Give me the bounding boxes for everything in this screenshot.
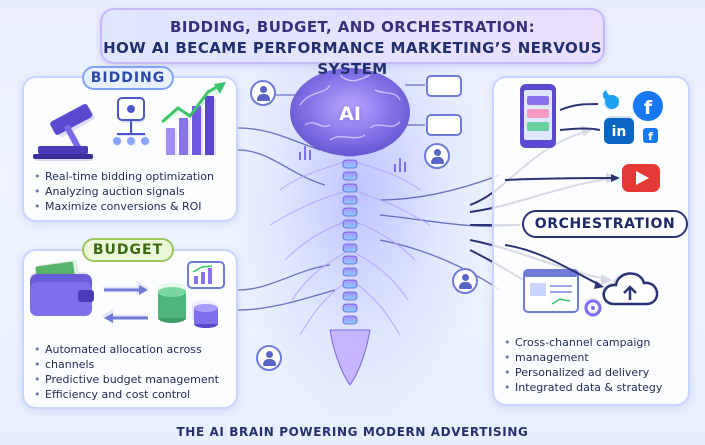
smartphone-icon-top [520,84,556,148]
connector-orch-1 [379,174,501,201]
avatar-head [260,86,267,93]
budget-bullet-list: Automated allocation across channels Pre… [34,342,219,402]
spine-icon [269,147,431,386]
profile-card-icon [426,114,462,136]
user-avatar-icon [424,143,450,169]
budget-bullet-2: Predictive budget management [34,372,219,387]
youtube-icon-top [622,164,660,192]
avatar-head [434,149,441,156]
orchestration-bullet-list: Cross-channel campaign management Person… [504,335,662,395]
orch-bullet-1-cont: management [504,350,662,365]
facebook-small-icon-top: f [643,128,658,143]
user-avatar-icon [452,268,478,294]
coin-stack-icon-top [158,287,218,328]
analytics-card-icon-top [187,261,225,289]
budget-bullet-1: Automated allocation across [34,342,219,357]
footer-caption: THE AI BRAIN POWERING MODERN ADVERTISING [176,425,529,439]
user-avatar-icon [250,80,276,106]
facebook-icon-top: f [633,91,663,121]
network-node-icon-top [113,97,149,145]
avatar-body [459,282,472,289]
bar-chart-growth-icon-top [161,82,226,155]
budget-label: BUDGET [82,238,174,262]
orchestration-label: ORCHESTRATION [522,210,688,238]
transfer-arrows-icon-top [104,285,148,323]
brain-ai-label: AI [339,103,361,125]
svg-text:f: f [648,130,653,143]
svg-text:in: in [612,124,627,140]
title-banner: BIDDING, BUDGET, AND ORCHESTRATION: HOW … [100,8,605,78]
center-mini-chart-icon [299,146,406,172]
bidding-bullet-2: Analyzing auction signals [34,184,214,199]
cloud-upload-icon-top [602,272,659,306]
bidding-label: BIDDING [82,66,174,90]
avatar-body [431,157,444,164]
user-avatar-icon [256,345,282,371]
bidding-bullet-1: Real-time bidding optimization [34,169,214,184]
budget-bullet-3: Efficiency and cost control [34,387,219,402]
profile-card-icon [426,75,462,97]
orch-bullet-3: Integrated data & strategy [504,380,662,395]
avatar-body [263,359,276,366]
bidding-bullet-list: Real-time bidding optimization Analyzing… [34,169,214,214]
connector-lines [237,84,521,311]
title-line-2: HOW AI BECAME PERFORMANCE MARKETING’S NE… [103,39,602,78]
linkedin-icon-top: in [604,118,634,144]
orch-bullet-2: Personalized ad delivery [504,365,662,380]
twitter-icon-top [602,90,619,109]
svg-text:f: f [644,97,653,119]
brain-icon [290,68,410,156]
avatar-body [257,94,270,101]
orchestration-arrows-top [504,103,620,289]
bidding-bullet-3: Maximize conversions & ROI [34,199,214,214]
connector-bidding-1 [237,127,321,151]
gear-icon-top [584,299,602,317]
title-line-1: BIDDING, BUDGET, AND ORCHESTRATION: [169,18,535,36]
connector-budget-1 [237,264,331,291]
orch-bullet-1: Cross-channel campaign [504,335,662,350]
connector-bidding-2 [237,149,326,186]
web-page-icon-top [523,269,579,313]
avatar-head [462,274,469,281]
sacrum-shape [329,329,371,386]
wallet-icon-top [30,261,94,316]
connector-budget-2 [237,289,336,311]
gavel-icon-top [33,104,93,159]
budget-bullet-1-cont: channels [34,357,219,372]
avatar-head [266,351,273,358]
